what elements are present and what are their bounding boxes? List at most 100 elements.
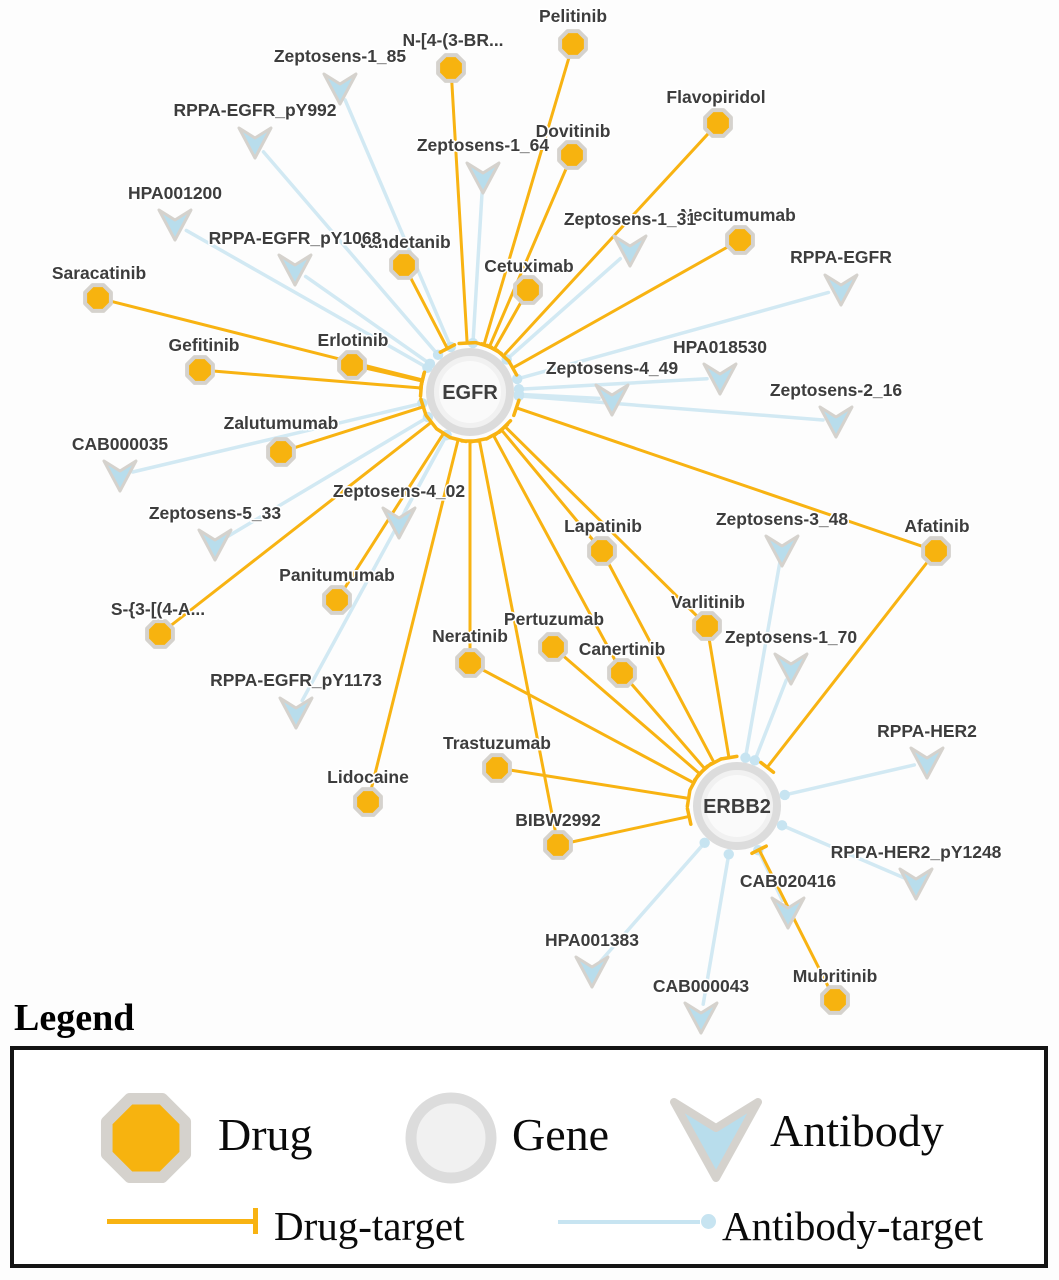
antibody-node-icon	[670, 1098, 762, 1182]
node-label-flavopiridol: Flavopiridol	[666, 87, 765, 107]
node-label-neratinib: Neratinib	[432, 626, 508, 646]
drug-node-s3-4a[interactable]	[145, 619, 175, 649]
drug-node-cetuximab[interactable]	[513, 275, 543, 305]
antibody-target-edge	[184, 228, 430, 370]
legend-drug-target-label: Drug-target	[274, 1203, 465, 1249]
drug-node-flavopiridol[interactable]	[703, 108, 733, 138]
drug-target-edge	[492, 299, 524, 351]
drug-node-pelitinib[interactable]	[558, 29, 588, 59]
antibody-target-edge	[261, 150, 440, 357]
drug-node-lidocaine[interactable]	[353, 787, 383, 817]
gene-node-inner-EGFR	[439, 361, 501, 423]
drug-node-gefitinib[interactable]	[185, 355, 215, 385]
drug-edge-tick	[719, 754, 739, 761]
antibody-target-edge	[343, 98, 453, 349]
drug-edge-tick	[435, 427, 453, 440]
node-label-mubritinib: Mubritinib	[793, 966, 878, 986]
drug-node-bibw2992[interactable]	[543, 830, 573, 860]
drug-target-edge	[514, 406, 926, 549]
node-label-gefitinib: Gefitinib	[169, 335, 240, 355]
antibody-target-edge	[471, 188, 484, 345]
drug-target-edge	[109, 299, 424, 382]
antibody-node-cab020416[interactable]	[770, 896, 806, 930]
drug-edge-tick	[750, 844, 768, 856]
node-label-zeptosens-1_64: Zeptosens-1_64	[417, 135, 550, 155]
legend-drug-label: Drug	[218, 1109, 313, 1160]
antibody-node-rppa-egfr[interactable]	[823, 273, 859, 307]
antibody-node-zeptosens-4_49[interactable]	[594, 383, 630, 417]
node-label-rppa-egfr_py1173: RPPA-EGFR_pY1173	[210, 670, 382, 690]
antibody-node-cab000043[interactable]	[683, 1001, 719, 1035]
antibody-node-zeptosens-2_16[interactable]	[818, 405, 854, 439]
node-label-zeptosens-2_16: Zeptosens-2_16	[770, 380, 903, 400]
antibody-edge-dot	[424, 358, 436, 370]
antibody-node-zeptosens-3_48[interactable]	[764, 534, 800, 568]
antibody-node-hpa018530[interactable]	[702, 362, 738, 396]
antibody-node-hpa001200[interactable]	[157, 208, 193, 242]
drug-node-pertuzumab[interactable]	[538, 632, 568, 662]
drug-target-edge	[503, 424, 700, 619]
node-label-hpa001200: HPA001200	[128, 183, 222, 203]
node-label-zeptosens-1_31: Zeptosens-1_31	[564, 209, 697, 229]
drug-node-icon	[100, 1092, 192, 1184]
drug-target-edge	[363, 366, 424, 383]
antibody-node-rppa-egfr_py1068[interactable]	[277, 253, 313, 287]
node-label-panitumumab: Panitumumab	[279, 565, 395, 585]
drug-node-vandetanib[interactable]	[389, 250, 419, 280]
node-label-cab000043: CAB000043	[653, 976, 750, 996]
drug-edge-tick	[485, 343, 503, 356]
drug-node-canertinib[interactable]	[607, 658, 637, 688]
node-label-lapatinib: Lapatinib	[564, 516, 642, 536]
node-label-rppa-egfr: RPPA-EGFR	[790, 247, 892, 267]
antibody-node-zeptosens-1_70[interactable]	[773, 652, 809, 686]
node-label-cab020416: CAB020416	[740, 871, 837, 891]
antibody-target-edge	[300, 433, 449, 703]
antibody-target-edge	[780, 823, 906, 880]
drug-node-zalutumumab[interactable]	[266, 437, 296, 467]
antibody-node-zeptosens-1_31[interactable]	[612, 234, 648, 268]
drug-node-n4-3br[interactable]	[436, 53, 466, 83]
antibody-node-zeptosens-1_64[interactable]	[465, 161, 501, 195]
antibody-node-rppa-egfr_py1173[interactable]	[278, 696, 314, 730]
node-label-zeptosens-1_85: Zeptosens-1_85	[274, 46, 407, 66]
node-label-vandetanib: Vandetanib	[357, 232, 450, 252]
drug-node-necitumumab[interactable]	[725, 225, 755, 255]
drug-node-dovitinib[interactable]	[557, 140, 587, 170]
antibody-node-cab000035[interactable]	[102, 459, 138, 493]
drug-node-erlotinib[interactable]	[337, 350, 367, 380]
drug-node-saracatinib[interactable]	[83, 283, 113, 313]
antibody-node-rppa-her2[interactable]	[909, 746, 945, 780]
antibody-node-zeptosens-1_85[interactable]	[322, 72, 358, 106]
node-label-zeptosens-3_48: Zeptosens-3_48	[716, 509, 849, 529]
antibody-target-edge	[224, 415, 430, 540]
node-label-rppa-egfr_py1068: RPPA-EGFR_pY1068	[209, 228, 382, 248]
drug-target-edge	[479, 667, 696, 785]
antibody-edge-layer	[130, 98, 917, 1006]
antibody-node-zeptosens-4_02[interactable]	[381, 506, 417, 540]
drug-edge-tick	[759, 760, 776, 775]
drug-target-edge	[707, 637, 731, 760]
drug-target-edge	[408, 275, 449, 351]
antibody-node-rppa-her2_py1248[interactable]	[898, 867, 934, 901]
node-label-trastuzumab: Trastuzumab	[443, 733, 551, 753]
drug-edge-tick	[685, 788, 692, 808]
node-layer	[83, 29, 951, 1035]
drug-edge-tick	[419, 397, 428, 417]
drug-target-edge	[629, 681, 707, 771]
node-label-saracatinib: Saracatinib	[52, 263, 146, 283]
drug-node-neratinib[interactable]	[455, 648, 485, 678]
drug-target-edge	[561, 653, 702, 776]
drug-node-varlitinib[interactable]	[692, 611, 722, 641]
antibody-node-hpa001383[interactable]	[574, 955, 610, 989]
drug-node-mubritinib[interactable]	[820, 985, 850, 1015]
drug-node-lapatinib[interactable]	[587, 536, 617, 566]
drug-node-afatinib[interactable]	[921, 536, 951, 566]
antibody-node-zeptosens-5_33[interactable]	[197, 528, 233, 562]
drug-node-trastuzumab[interactable]	[482, 753, 512, 783]
drug-edge-tick	[418, 371, 426, 391]
antibody-target-edge	[515, 290, 831, 381]
drug-node-panitumumab[interactable]	[322, 585, 352, 615]
antibody-target-edge	[743, 561, 782, 760]
antibody-node-rppa-egfr_py992[interactable]	[237, 126, 273, 160]
